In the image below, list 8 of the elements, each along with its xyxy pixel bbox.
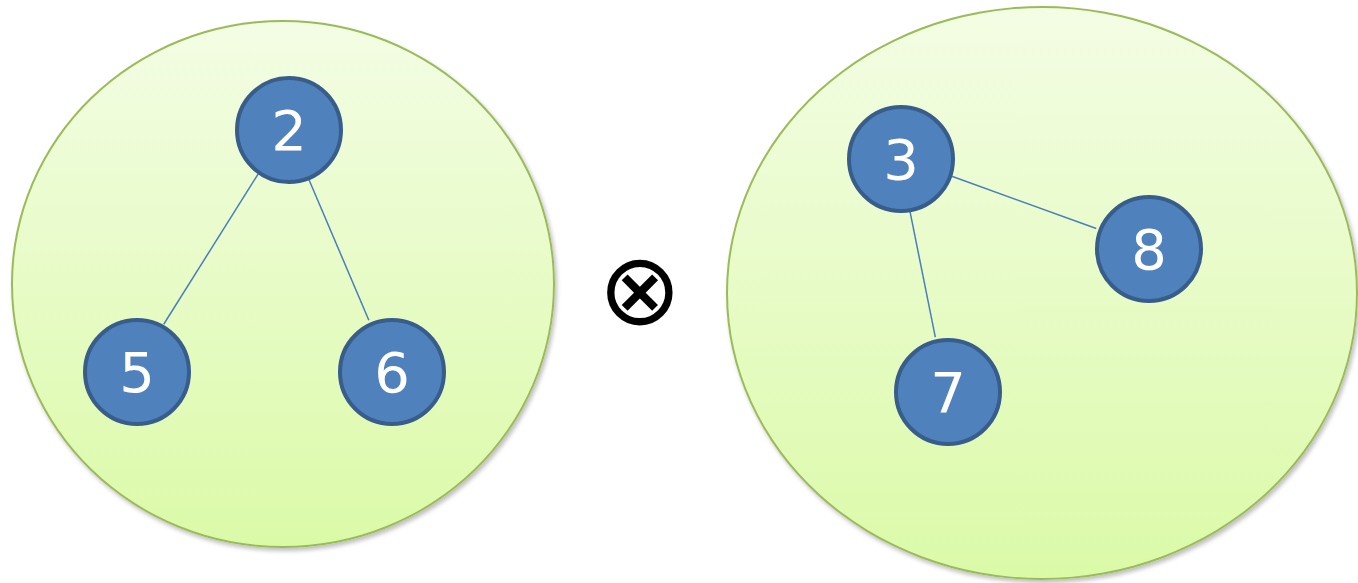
number-circle: 2: [235, 76, 343, 184]
number-circle: 8: [1095, 195, 1203, 303]
operator-symbol: ⊗: [598, 240, 682, 340]
connector-line: [162, 173, 260, 325]
number-circle: 6: [338, 318, 446, 426]
number-circle: 5: [83, 318, 191, 426]
number-circle: 7: [894, 338, 1002, 446]
number-circle: 3: [847, 105, 955, 213]
